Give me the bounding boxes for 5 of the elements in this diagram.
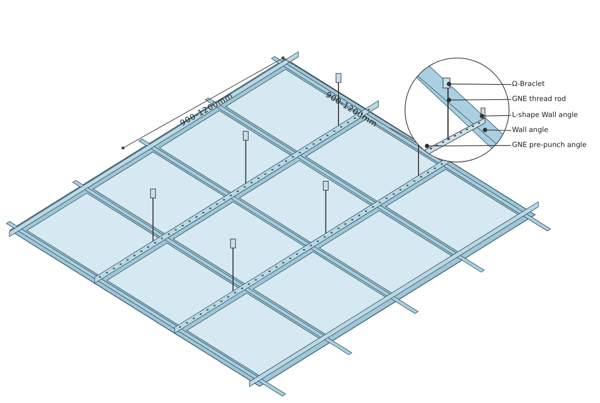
leader-line <box>446 98 512 102</box>
leader-line <box>480 114 512 118</box>
leader-line <box>482 128 512 132</box>
leader-line <box>424 144 512 148</box>
leader-line <box>446 82 512 86</box>
